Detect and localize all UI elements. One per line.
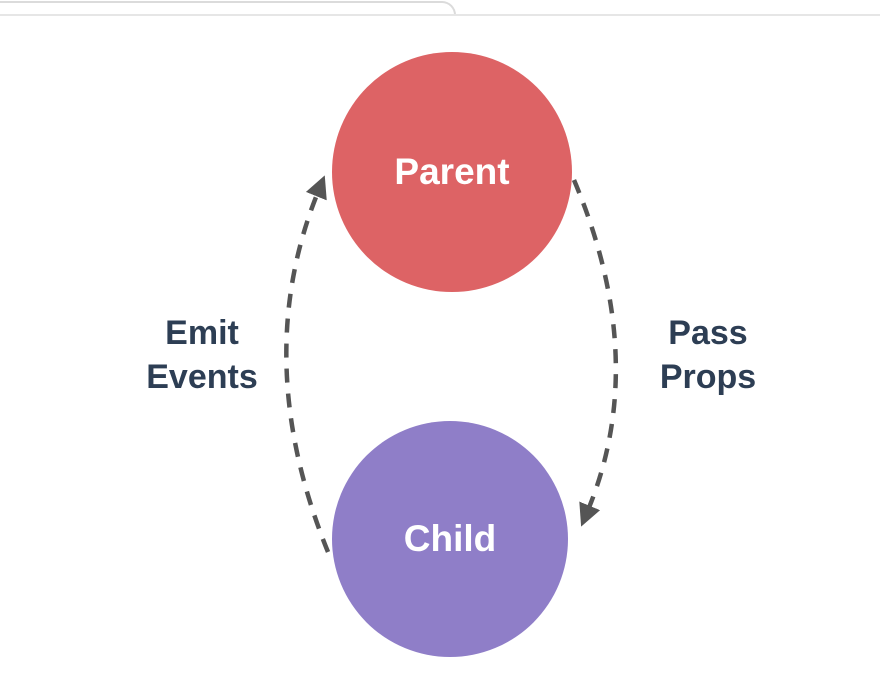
child-node-label: Child [404, 518, 496, 559]
parent-node-label: Parent [394, 151, 509, 192]
header-divider [0, 14, 880, 16]
pass-props-label-line2: Props [660, 358, 756, 396]
parent-node-circle [332, 52, 572, 292]
emit-events-arrow [284, 175, 331, 553]
pass-props-label-line1: Pass [668, 314, 747, 352]
pass-props-arrow [571, 179, 619, 527]
emit-events-label-line1: Emit [165, 314, 239, 352]
child-node-circle [332, 421, 568, 657]
emit-events-label-line2: Events [146, 358, 258, 396]
